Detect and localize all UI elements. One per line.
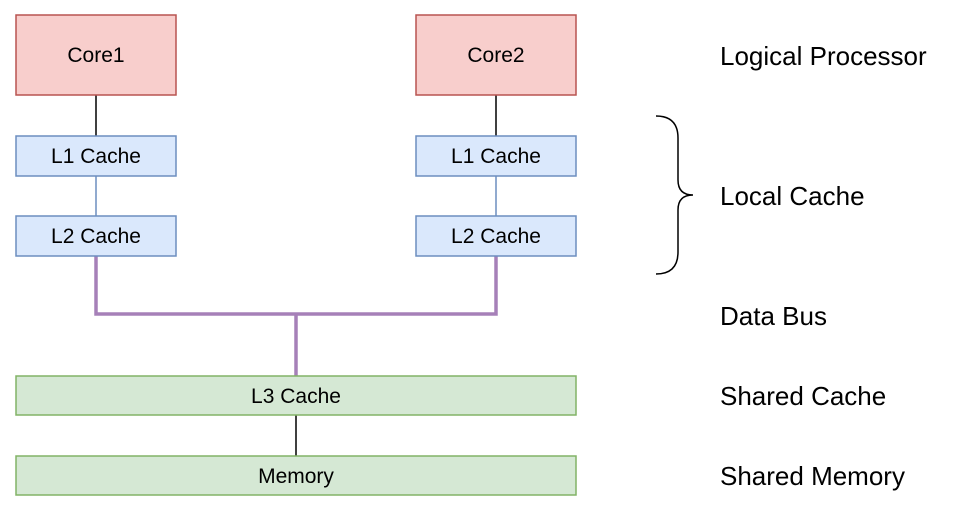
l2-cache-right-label: L2 Cache (451, 225, 541, 248)
l2-cache-left-label: L2 Cache (51, 225, 141, 248)
l1-cache-left-label: L1 Cache (51, 145, 141, 168)
core2-label: Core2 (467, 44, 524, 67)
l1-cache-right-label: L1 Cache (451, 145, 541, 168)
memory-box: Memory (15, 455, 577, 496)
l2-cache-right-box: L2 Cache (415, 215, 577, 257)
core1-label: Core1 (67, 44, 124, 67)
core2-box: Core2 (415, 14, 577, 96)
l3-cache-label: L3 Cache (251, 385, 341, 408)
local-cache-brace (655, 115, 694, 275)
memory-label: Memory (258, 465, 334, 488)
shared-memory-label: Shared Memory (720, 461, 905, 491)
core1-box: Core1 (15, 14, 177, 96)
l3-cache-box: L3 Cache (15, 375, 577, 416)
l1-cache-left-box: L1 Cache (15, 135, 177, 177)
local-cache-label: Local Cache (720, 181, 865, 211)
data-bus-label: Data Bus (720, 301, 827, 331)
l2-cache-left-box: L2 Cache (15, 215, 177, 257)
l1-cache-right-box: L1 Cache (415, 135, 577, 177)
shared-cache-label: Shared Cache (720, 381, 886, 411)
data-bus-line (94, 256, 498, 316)
logical-processor-label: Logical Processor (720, 41, 927, 71)
